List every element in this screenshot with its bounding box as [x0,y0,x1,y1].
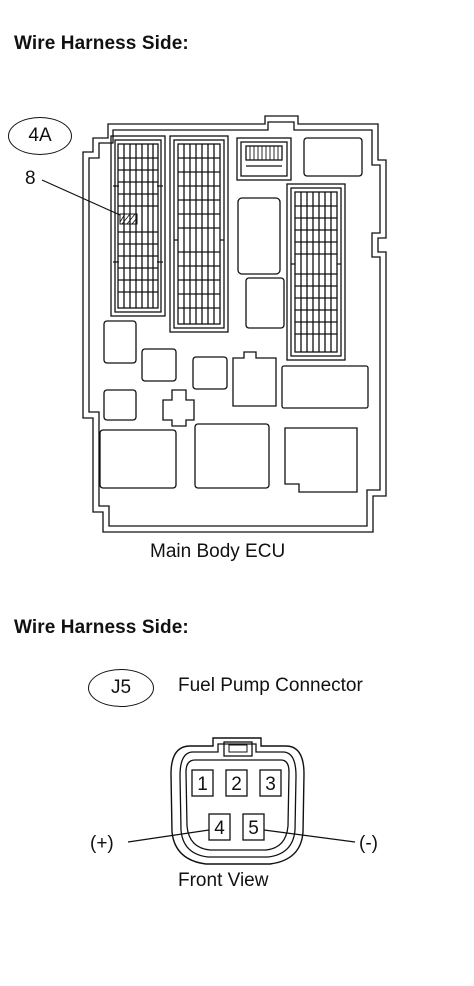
fuel-pump-caption: Front View [178,870,269,891]
fuel-pump-negative-leader [263,829,356,843]
fuel-pump-connector-code-text: J5 [110,677,132,698]
fuel-pump-connector-code: J5 [88,669,154,707]
fuel-pump-negative-label: (-) [359,833,378,854]
fuel-pump-connector-body [170,737,305,865]
fuel-pump-connector-name: Fuel Pump Connector [178,675,363,696]
fuel-pump-pin-5: 5 [248,818,259,839]
ecu-terminal-block-d [286,183,346,361]
ecu-pin-callout: 8 [25,168,36,189]
heading-top: Wire Harness Side: [14,33,189,54]
fuel-pump-positive-label: (+) [90,833,114,854]
fuel-pump-pin-4: 4 [214,818,225,839]
ecu-connector-code: 4A [8,117,72,155]
fuel-pump-pin-3: 3 [265,774,276,795]
ecu-connector-body [82,115,387,533]
ecu-sockets [99,137,369,493]
fuel-pump-pin-labels: 1 2 3 4 5 [197,774,276,839]
fuel-pump-pin-1: 1 [197,774,208,795]
ecu-terminal-block-c [236,137,292,181]
heading-bottom: Wire Harness Side: [14,617,189,638]
ecu-terminal-block-a [110,135,166,317]
ecu-pin-8-leader [41,179,121,216]
fuel-pump-pin-2: 2 [231,774,242,795]
fuel-pump-pin-cavities [191,769,282,841]
ecu-terminal-block-b [169,135,229,333]
fuel-pump-positive-leader [127,829,210,843]
ecu-caption: Main Body ECU [150,541,286,562]
ecu-connector-code-text: 4A [28,125,52,146]
